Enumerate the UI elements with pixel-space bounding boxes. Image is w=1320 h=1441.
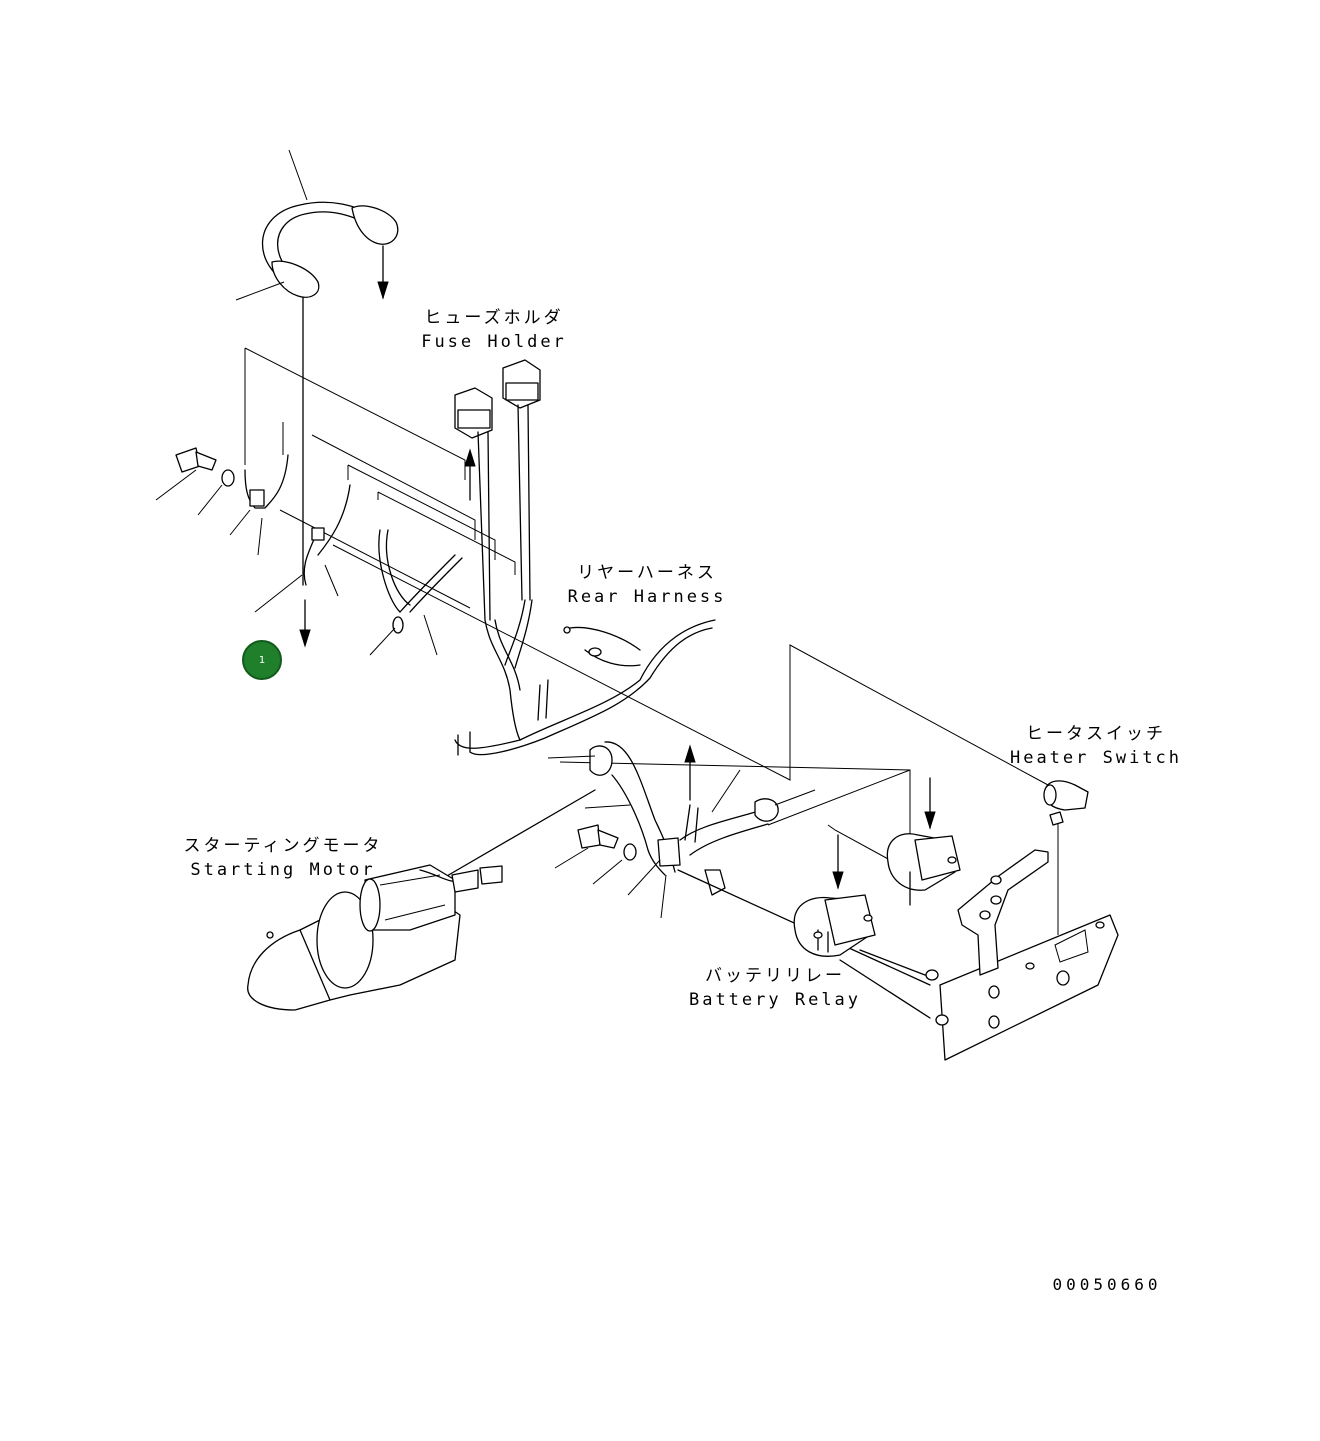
fuse-holder-label-jp: ヒューズホルダ [424,308,564,328]
drawing-number: 00050660 [1052,1275,1162,1294]
short-cables [244,454,463,656]
starting-motor-label-en: Starting Motor [190,860,376,880]
callout-marker-label: 1 [258,654,266,666]
mounting-bracket [925,849,1119,1061]
battery-relay-part [793,777,961,1019]
starting-motor-label-jp: スターティングモータ [183,836,383,856]
heater-switch-label-en: Heater Switch [1009,748,1183,768]
battery-cable-top [235,149,399,586]
fuse-holder-label-en: Fuse Holder [421,332,567,352]
rear-harness-label-en: Rear Harness [567,587,727,607]
starting-motor-part [247,864,503,1011]
bolt-center [554,824,667,919]
battery-relay-label-jp: バッテリリレー [705,966,845,986]
heater-switch-part [1043,780,1089,826]
rear-harness-label-jp: リヤーハーネス [577,563,717,583]
callout-marker[interactable]: 1 [242,640,282,680]
rear-harness-part [454,599,716,756]
motor-cable [439,741,931,986]
heater-switch-label-jp: ヒータスイッチ [1026,724,1166,744]
assembly-lines [244,347,1059,935]
fuse-holder-part [454,359,541,621]
battery-relay-label-en: Battery Relay [688,990,862,1010]
bolt-left [155,447,263,556]
